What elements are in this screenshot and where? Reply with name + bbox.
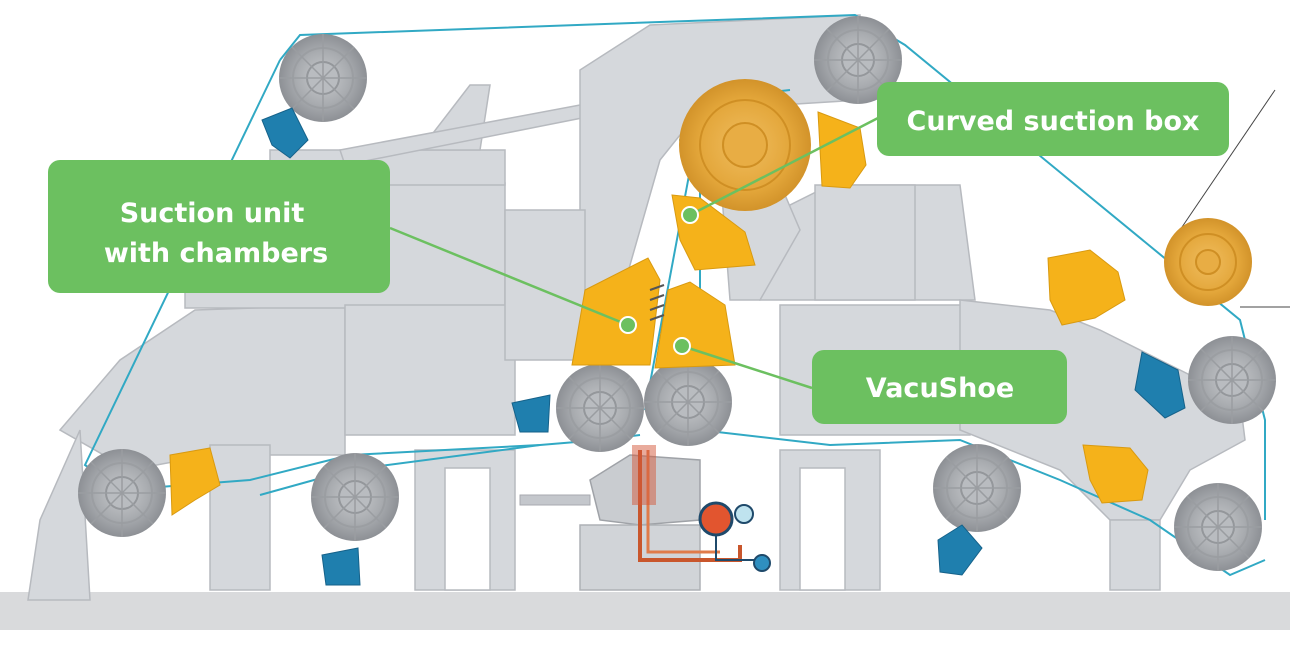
callout-curved-suction-box: Curved suction box bbox=[877, 82, 1229, 156]
callout-suction-unit-line1: Suction unit bbox=[120, 198, 305, 229]
callout-vacushoe: VacuShoe bbox=[812, 350, 1067, 424]
center-pump-assembly bbox=[519, 445, 771, 591]
leader-lines bbox=[389, 116, 879, 390]
callout-vacushoe-label: VacuShoe bbox=[866, 373, 1014, 404]
callout-suction-unit: Suction unit with chambers bbox=[48, 160, 390, 293]
blue-shoe-icon bbox=[261, 107, 1186, 586]
pump-icon bbox=[698, 501, 734, 537]
web-lines bbox=[1179, 89, 1290, 308]
leader-dots bbox=[619, 206, 699, 355]
orange-roll-icon bbox=[679, 79, 1252, 306]
suction-chamber-slots bbox=[649, 284, 665, 321]
machine-openings bbox=[444, 467, 846, 591]
callout-curved-suction-box-label: Curved suction box bbox=[907, 106, 1200, 137]
machine-floor bbox=[0, 592, 1290, 630]
callout-suction-unit-line2: with chambers bbox=[104, 238, 328, 269]
